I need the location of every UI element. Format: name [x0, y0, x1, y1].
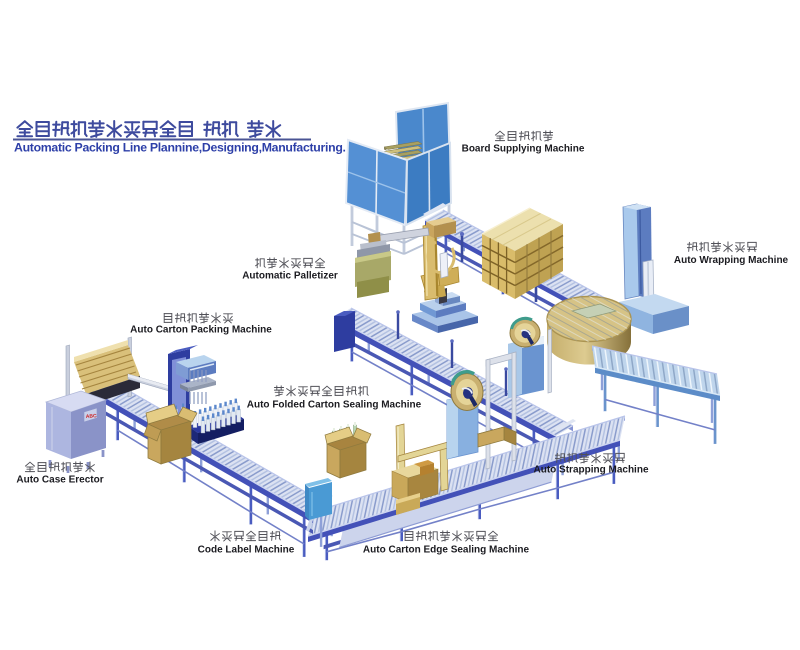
- svg-text:Code Label Machine: Code Label Machine: [198, 545, 295, 556]
- svg-text:Board Supplying Machine: Board Supplying Machine: [462, 144, 585, 155]
- svg-text:Auto Carton Edge Sealing Machi: Auto Carton Edge Sealing Machine: [363, 545, 530, 556]
- svg-text:ABC: ABC: [86, 413, 98, 420]
- svg-text:Auto Strapping Machine: Auto Strapping Machine: [534, 465, 649, 476]
- svg-text:Auto Folded Carton Sealing Mac: Auto Folded Carton Sealing Machine: [247, 400, 422, 411]
- svg-text:Auto Wrapping Machine: Auto Wrapping Machine: [674, 255, 789, 266]
- svg-text:Automatic Packing Line Plannin: Automatic Packing Line Plannine,Designin…: [14, 141, 346, 155]
- svg-text:Auto Carton Packing Machine: Auto Carton Packing Machine: [130, 325, 272, 336]
- svg-text:Automatic Palletizer: Automatic Palletizer: [242, 271, 338, 282]
- svg-text:Auto Case Erector: Auto Case Erector: [16, 475, 103, 486]
